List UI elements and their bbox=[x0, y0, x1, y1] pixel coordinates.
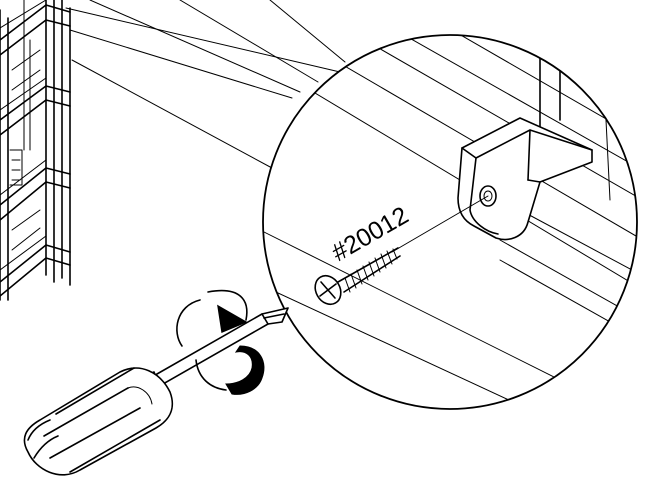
magnified-detail-view bbox=[262, 34, 638, 410]
phillips-screwdriver-icon bbox=[23, 307, 289, 476]
wood-screw-icon bbox=[314, 195, 489, 306]
callout-leader-lines bbox=[65, 0, 346, 169]
shelf-frame bbox=[0, 0, 71, 301]
clockwise-arrow-icon bbox=[176, 289, 265, 395]
l-bracket-icon bbox=[457, 117, 593, 241]
